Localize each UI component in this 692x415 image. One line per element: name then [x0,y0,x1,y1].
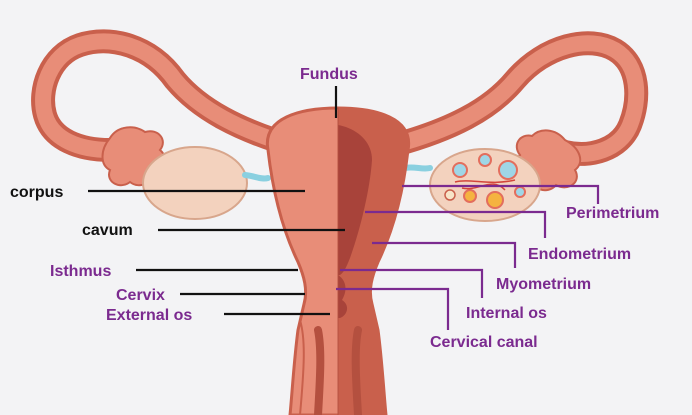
cervical-canal-leader [336,287,450,330]
internal-os-leader [340,268,484,298]
uterine-cavity [338,125,372,275]
ovarian-follicles [444,153,526,209]
label-internal-os: Internal os [466,305,547,322]
label-cervical-canal: Cervical canal [430,334,538,351]
label-corpus: corpus [10,184,63,201]
cervical-canal-shape [338,275,348,318]
endometrium-leader [365,210,547,238]
left-ovary [142,146,248,220]
myometrium-leader [372,241,517,268]
label-endometrium: Endometrium [528,246,631,263]
perimetrium-leader [402,184,600,204]
label-fundus: Fundus [300,66,358,83]
vaginal-canal [299,319,377,415]
label-perimetrium: Perimetrium [566,205,659,222]
label-myometrium: Myometrium [496,276,591,293]
label-external-os: External os [106,307,192,324]
label-isthmus: Isthmus [50,263,111,280]
label-cavum: cavum [82,222,133,239]
label-cervix: Cervix [116,287,165,304]
